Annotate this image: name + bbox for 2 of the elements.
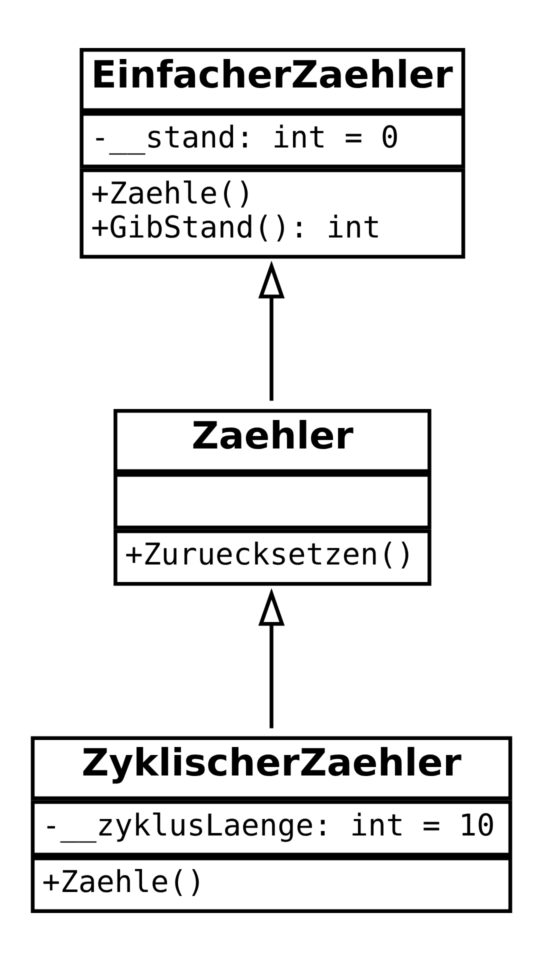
arrow: [258, 588, 285, 728]
arrow: [258, 260, 285, 400]
